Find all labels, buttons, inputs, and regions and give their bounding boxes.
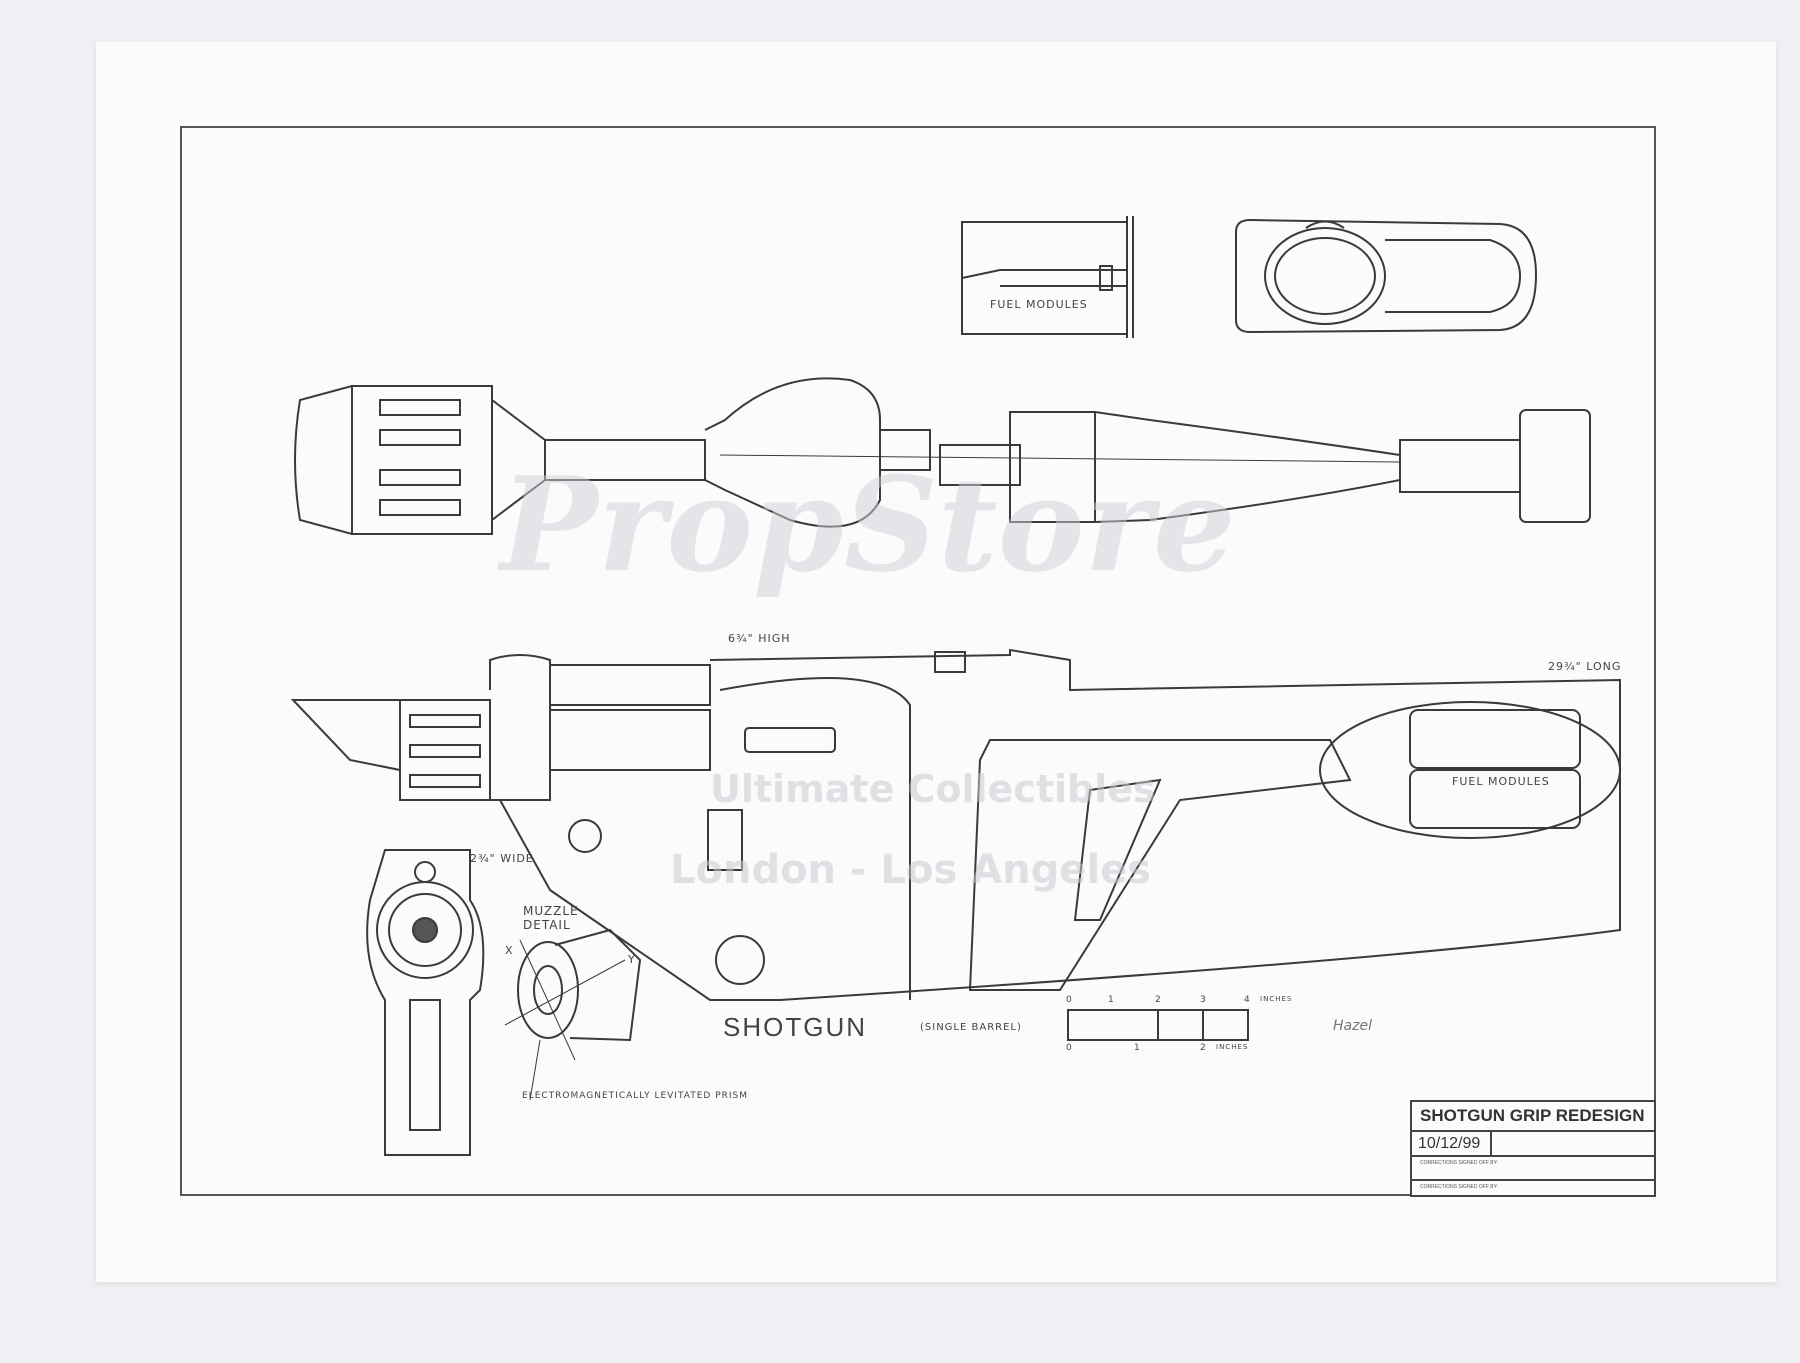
scale-tick: 3 bbox=[1200, 995, 1207, 1005]
drawing-title: SHOTGUN bbox=[723, 1012, 867, 1042]
watermark-brand: PropStore bbox=[500, 448, 1236, 601]
artist-signature: Hazel bbox=[1333, 1018, 1372, 1034]
muzzle-detail-label: MUZZLE DETAIL bbox=[523, 904, 579, 932]
muzzle-detail-view bbox=[504, 928, 642, 1101]
axis-x-label: X bbox=[505, 944, 514, 957]
scale-tick: 0 bbox=[1066, 1043, 1073, 1053]
scale-tick: 1 bbox=[1108, 995, 1115, 1005]
corrections-signoff-2: CORRECTIONS SIGNED OFF BY: bbox=[1420, 1184, 1499, 1190]
title-block-date-row: 10/12/99 bbox=[1412, 1132, 1654, 1157]
prism-note: ELECTROMAGNETICALLY LEVITATED PRISM bbox=[522, 1091, 749, 1101]
height-note: 6¾" HIGH bbox=[728, 632, 791, 645]
scale-tick: 2 bbox=[1155, 995, 1162, 1005]
grip-end-view bbox=[1235, 218, 1538, 334]
axis-y-label: Y bbox=[628, 953, 636, 966]
length-note: 29¾" LONG bbox=[1548, 660, 1622, 673]
watermark-tagline: Ultimate Collectibles bbox=[710, 767, 1156, 811]
title-block-date: 10/12/99 bbox=[1412, 1132, 1492, 1155]
shotgun-side-view bbox=[290, 648, 1621, 1001]
title-block: SHOTGUN GRIP REDESIGN 10/12/99 CORRECTIO… bbox=[1410, 1100, 1656, 1197]
scale-tick: 1 bbox=[1134, 1043, 1141, 1053]
fuel-modules-label-top: FUEL MODULES bbox=[990, 298, 1088, 311]
fuel-modules-view bbox=[961, 216, 1134, 338]
corrections-signoff-1: CORRECTIONS SIGNED OFF BY: bbox=[1412, 1157, 1654, 1181]
scale-bar bbox=[1067, 1009, 1249, 1041]
watermark-locations: London - Los Angeles bbox=[670, 847, 1152, 893]
shotgun-front-view bbox=[366, 849, 485, 1156]
scale-unit: INCHES bbox=[1260, 995, 1293, 1003]
scale-unit: INCHES bbox=[1216, 1043, 1249, 1051]
title-block-blank-cell bbox=[1492, 1132, 1654, 1155]
width-note: 2¾" WIDE bbox=[470, 852, 534, 865]
scale-tick: 4 bbox=[1244, 995, 1251, 1005]
drawing-subtitle: (SINGLE BARREL) bbox=[920, 1022, 1022, 1033]
shotgun-top-view bbox=[294, 377, 1591, 536]
fuel-modules-label-side: FUEL MODULES bbox=[1452, 775, 1550, 788]
drawing-border bbox=[180, 126, 1656, 1196]
scale-tick: 0 bbox=[1066, 995, 1073, 1005]
title-block-title: SHOTGUN GRIP REDESIGN bbox=[1412, 1102, 1654, 1132]
scale-tick: 2 bbox=[1200, 1043, 1207, 1053]
